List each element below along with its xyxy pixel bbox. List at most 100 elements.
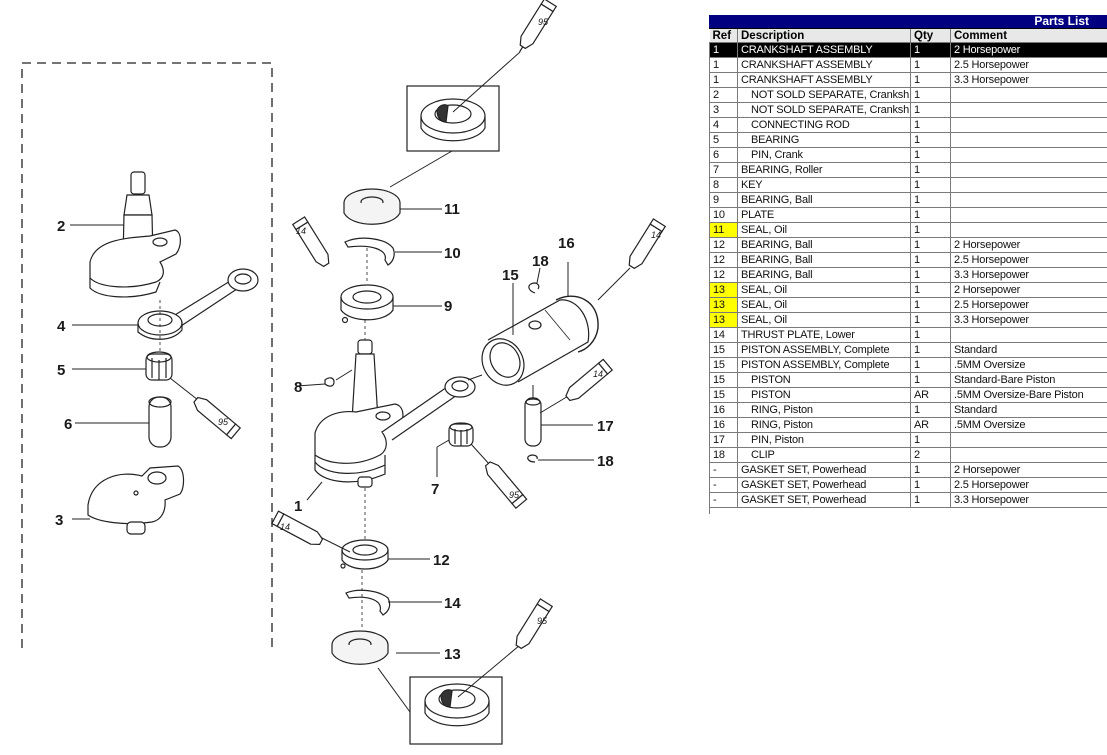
column-header-ref[interactable]: Ref [709,29,738,43]
part-6-crank-pin[interactable] [75,396,172,448]
cell-description-text: CRANKSHAFT ASSEMBLY [741,74,873,86]
cell-ref: - [709,477,738,493]
callout-17[interactable]: 17 [597,418,614,435]
part-7-roller-bearing[interactable] [436,422,491,477]
cell-description: NOT SOLD SEPARATE, Cranksh [737,87,911,103]
cell-description-text: THRUST PLATE, Lower [741,329,855,341]
part-5-needle-bearing[interactable] [72,351,199,401]
cell-ref: 1 [709,42,738,58]
cell-comment [950,117,1107,133]
part-9-ball-bearing[interactable] [340,248,442,324]
callout-9[interactable]: 9 [444,298,452,315]
callout-1[interactable]: 1 [294,498,302,515]
cell-ref-text: 16 [713,419,725,431]
grease-tube-icon [519,0,558,53]
part-10-plate[interactable] [344,237,442,266]
cell-ref: 10 [709,207,738,223]
part-12-ball-bearing[interactable] [317,535,430,570]
callout-3[interactable]: 3 [55,512,63,529]
cell-ref: - [709,492,738,508]
callout-5[interactable]: 5 [57,362,65,379]
callout-16[interactable]: 16 [558,235,575,252]
callout-6[interactable]: 6 [64,416,72,433]
tube-label: 14 [593,369,603,379]
cell-description-text: KEY [741,179,763,191]
part-18-clip-bottom[interactable] [527,454,594,463]
oil-tube-icon [565,358,614,402]
cell-comment: 3.3 Horsepower [950,492,1107,508]
callout-8[interactable]: 8 [294,379,302,396]
part-17-piston-pin[interactable] [524,385,593,447]
part-11-oil-seal[interactable] [343,188,442,225]
cell-ref-text: 8 [713,179,719,191]
part-15-piston[interactable] [467,283,590,393]
callout-4[interactable]: 4 [57,318,66,335]
part-16-piston-ring[interactable] [555,262,631,353]
cell-qty-text: 1 [914,494,920,506]
callout-11[interactable]: 11 [444,201,460,218]
callout-12[interactable]: 12 [433,552,450,569]
part-4-connecting-rod[interactable] [72,268,259,352]
cell-description: KEY [737,177,911,193]
column-header-description[interactable]: Description [737,29,911,43]
seal-detail-inset-top [389,51,521,188]
part-2-crank-upper[interactable] [70,171,181,298]
cell-ref: 13 [709,282,738,298]
cell-qty-text: 1 [914,359,920,371]
callout-7[interactable]: 7 [431,481,439,498]
callout-18-bottom[interactable]: 18 [597,453,614,470]
callout-10[interactable]: 10 [444,245,461,262]
cell-ref-text: 9 [713,194,719,206]
callout-14[interactable]: 14 [444,595,461,612]
column-header-qty[interactable]: Qty [910,29,951,43]
cell-qty: 1 [910,327,951,343]
callout-18-top[interactable]: 18 [532,253,549,270]
part-8-key[interactable] [296,369,353,387]
cell-ref: 15 [709,357,738,373]
part-1-crankshaft-assembly[interactable] [306,320,476,540]
part-13-oil-seal[interactable] [331,630,440,713]
callout-15[interactable]: 15 [502,267,519,284]
column-header-comment[interactable]: Comment [950,29,1107,43]
part-18-clip-top[interactable] [528,267,541,294]
callout-2[interactable]: 2 [57,218,65,235]
part-3-crank-lower[interactable] [72,465,185,535]
callout-13[interactable]: 13 [444,646,461,663]
cell-ref-text: 15 [713,359,725,371]
cell-ref: 2 [709,87,738,103]
part-14-thrust-plate[interactable] [345,570,442,630]
cell-description: THRUST PLATE, Lower [737,327,911,343]
